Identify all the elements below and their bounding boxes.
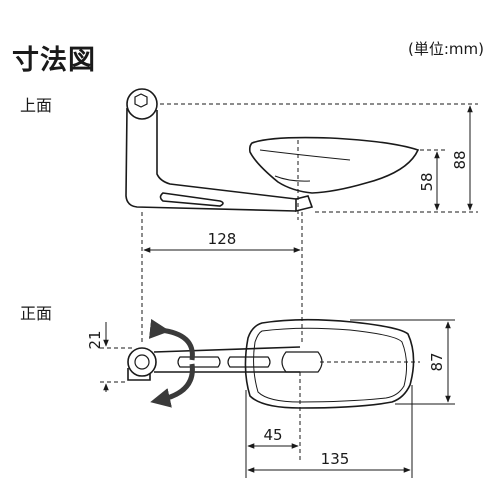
mirror-edge-line — [259, 149, 351, 161]
mirror-glass — [253, 327, 408, 403]
rotate-down-arrow-icon — [150, 363, 195, 408]
front-mount-knuckle — [127, 347, 157, 377]
mirror-housing-top — [248, 136, 420, 194]
front-view-label: 正面 — [20, 304, 53, 323]
front-reference-lines — [100, 347, 420, 460]
front-arm-slot-1 — [177, 356, 221, 368]
front-arm-slot-2 — [227, 356, 271, 368]
mirror-pivot — [281, 351, 323, 373]
top-view-mirror — [125, 88, 420, 213]
dim-88-label: 88 — [451, 150, 469, 169]
dim-87-label: 87 — [428, 352, 446, 371]
front-mount-base — [127, 368, 151, 381]
front-mount-bolt — [134, 354, 150, 370]
dim-21-label: 21 — [86, 330, 104, 349]
dim-45-label: 45 — [263, 426, 282, 444]
dim-58-label: 58 — [418, 172, 436, 191]
top-view-label: 上面 — [20, 96, 53, 115]
rotate-up-arrow-icon — [148, 318, 195, 361]
hex-bolt-icon — [134, 93, 148, 108]
front-arm-top — [153, 346, 301, 353]
front-extension-lines — [245, 319, 455, 478]
mirror-joint — [295, 195, 314, 213]
mount-knuckle — [126, 88, 158, 120]
arm-slot — [159, 192, 224, 207]
mirror-underside-line — [274, 175, 311, 182]
arm-inner — [156, 110, 297, 200]
mirror-housing-front — [244, 318, 415, 409]
top-reference-lines — [141, 103, 478, 345]
front-view-mirror — [127, 318, 415, 409]
dim-135-label: 135 — [321, 450, 350, 468]
page-title: 寸法図 — [12, 45, 96, 76]
unit-label: (単位:mm) — [408, 40, 484, 58]
arm-outline — [125, 107, 297, 212]
dim-128-label: 128 — [208, 230, 237, 248]
